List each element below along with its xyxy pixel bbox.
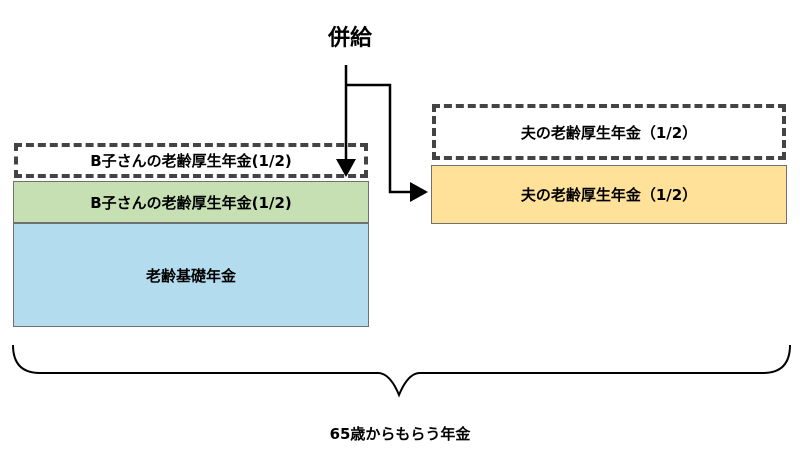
- husband-dashed-pension-box: 夫の老齢厚生年金（1/2）: [432, 104, 786, 160]
- b-employee-pension-label: B子さんの老齢厚生年金(1/2): [90, 193, 292, 212]
- basic-pension-label: 老齢基礎年金: [145, 266, 236, 285]
- arrow-down-head: [336, 159, 356, 177]
- husband-dashed-pension-label: 夫の老齢厚生年金（1/2）: [520, 123, 698, 142]
- diagram-title: 併給: [327, 26, 372, 51]
- b-employee-pension-box: B子さんの老齢厚生年金(1/2): [13, 181, 369, 223]
- husband-employee-pension-box: 夫の老齢厚生年金（1/2）: [431, 165, 787, 224]
- arrow-right-head: [410, 182, 428, 202]
- basic-pension-box: 老齢基礎年金: [13, 223, 369, 327]
- bottom-brace: [12, 344, 791, 398]
- b-dashed-pension-box: B子さんの老齢厚生年金(1/2): [14, 143, 368, 178]
- arrow-right-line: [346, 83, 413, 194]
- b-dashed-pension-label: B子さんの老齢厚生年金(1/2): [90, 152, 292, 170]
- brace-caption: 65歳からもらう年金: [329, 425, 471, 443]
- husband-employee-pension-label: 夫の老齢厚生年金（1/2）: [520, 186, 698, 204]
